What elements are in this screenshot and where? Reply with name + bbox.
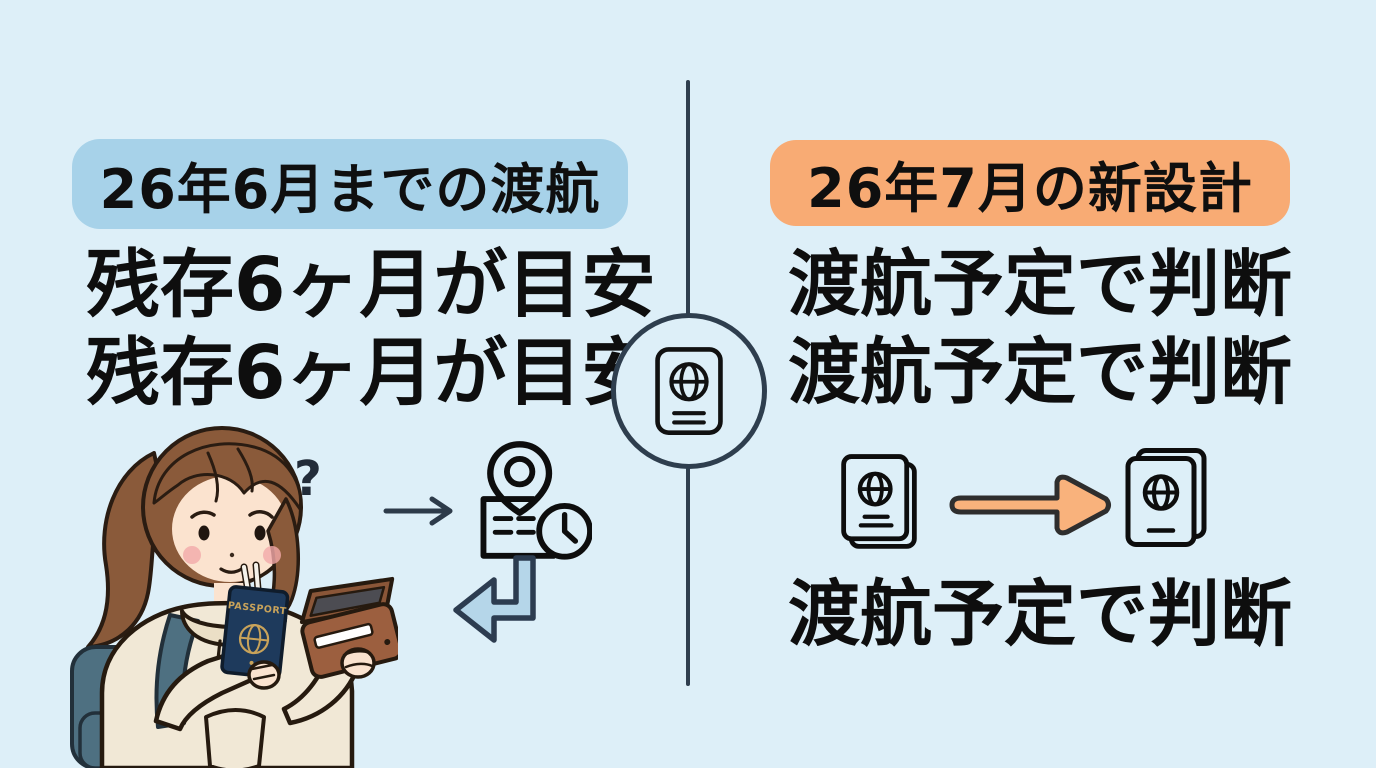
right-rule-line-2: 渡航予定で判断 xyxy=(788,330,1293,414)
left-rule-line-2: 残存6ヶ月が目安 xyxy=(86,330,656,416)
blush-right xyxy=(263,546,281,564)
left-rule-line-1: 残存6ヶ月が目安 xyxy=(86,242,656,328)
arrow-right-icon xyxy=(383,496,453,526)
eye-left xyxy=(198,525,210,541)
right-rule-line-1: 渡航予定で判断 xyxy=(788,242,1293,326)
right-rule-line-3: 渡航予定で判断 xyxy=(788,572,1293,656)
question-mark: ? xyxy=(294,451,322,507)
arrow-right-icon xyxy=(949,474,1111,536)
passport-booklet-icon xyxy=(1125,448,1207,547)
hoodie-pocket xyxy=(204,708,266,768)
face xyxy=(172,476,288,582)
blush-left xyxy=(183,546,201,564)
hair-bangs xyxy=(152,442,303,511)
left-period-badge: 26年6月までの渡航 xyxy=(72,139,628,229)
wallet xyxy=(299,576,398,679)
nose xyxy=(229,552,235,558)
right-badge-label: 26年7月の新設計 xyxy=(807,156,1253,220)
eyebrow-right xyxy=(248,510,274,519)
eyebrow-left xyxy=(190,510,216,519)
eye-right xyxy=(254,525,266,541)
return-arrow-icon xyxy=(453,555,536,643)
itinerary-pin-clock-icon xyxy=(480,441,592,560)
right-period-badge: 26年7月の新設計 xyxy=(770,140,1290,226)
passport-booklet-icon xyxy=(841,454,917,549)
center-passport-circle xyxy=(611,313,767,469)
passport-icon xyxy=(655,347,723,435)
left-badge-label: 26年6月までの渡航 xyxy=(99,157,601,221)
confused-traveler-illustration: PASSPORT ? xyxy=(70,426,398,768)
passport-in-hand: PASSPORT xyxy=(220,585,290,680)
